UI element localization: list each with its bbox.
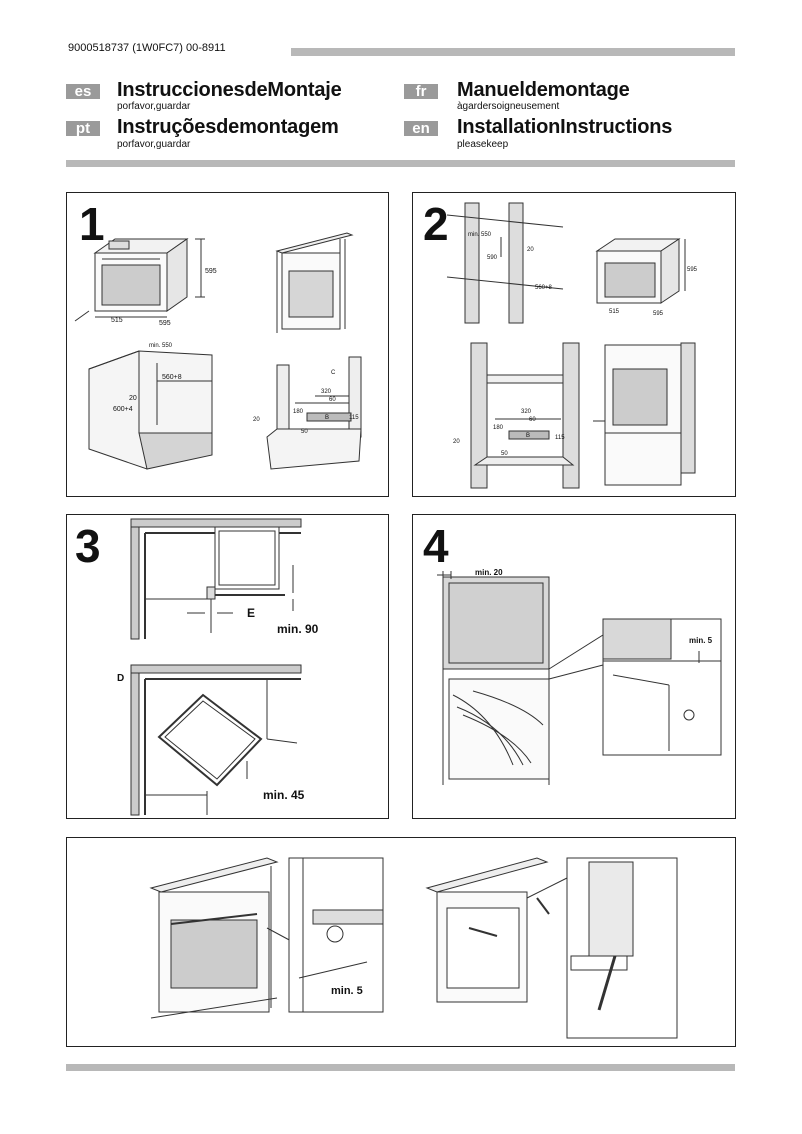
step-4-illustration: min. 20 min. 5 (437, 568, 722, 785)
label-min-20: min. 20 (475, 568, 503, 577)
door-gap-inset (288, 857, 384, 1013)
installed-column-oven-drawing (593, 342, 696, 486)
recess-height-label: 115 (349, 415, 359, 421)
oven-dimension-drawing-2 (595, 238, 686, 304)
cabinet-height-label: 600+4 (113, 406, 133, 413)
recess-side-label: 20 (253, 417, 260, 423)
tall-column-drawing (446, 202, 564, 324)
lang-title-pt: Instruçõesdemontagem (117, 116, 339, 138)
step-4-panel: 4 min. 20 min. 5 (412, 514, 736, 819)
recess-front-label: 50 (301, 429, 308, 435)
lang-title-es: InstruccionesdeMontaje (117, 79, 342, 101)
oven-height-label: 595 (205, 268, 217, 275)
recess-marker-c: C (331, 370, 336, 376)
oven-depth-label: 515 (111, 317, 123, 324)
recess-height-label-2: 115 (555, 435, 565, 441)
column-gap-label: 20 (527, 247, 534, 253)
step-2-illustration: min. 550 20 590 560+8 595 515 595 320 60… (446, 202, 698, 489)
step-2-number: 2 (423, 198, 449, 250)
lang-tag-pt: pt (66, 121, 100, 136)
header-rule (291, 48, 735, 56)
oven-width-label-2: 595 (653, 311, 664, 317)
label-min-45: min. 45 (263, 788, 305, 802)
top-view-corner-drawing (130, 664, 302, 816)
step-1-illustration: 595 515 595 min. 550 560+8 600+4 20 (74, 232, 362, 470)
cabinet-width-label: 560+8 (162, 374, 182, 381)
recess-offset-label: 180 (293, 409, 304, 415)
recess-drawing (266, 356, 362, 470)
installed-oven-front-drawing (149, 857, 294, 1019)
label-e: E (247, 606, 255, 620)
column-height-label: 590 (487, 255, 498, 261)
label-min-5: min. 5 (689, 636, 713, 645)
top-view-straight-drawing (130, 518, 302, 640)
recess-depth-label: 60 (329, 397, 336, 403)
oven-depth-label-2: 515 (609, 309, 620, 315)
recess-offset-label-2: 180 (493, 425, 504, 431)
footer-rule (66, 1064, 735, 1071)
lang-title-fr: Manueldemontage (457, 79, 630, 101)
step-2-panel: 2 min. 550 20 590 560+8 595 515 595 (412, 192, 736, 497)
cabinet-drawing (88, 350, 213, 470)
document-number: 9000518737 (1W0FC7) 00-8911 (68, 42, 226, 54)
step-4-number: 4 (423, 520, 449, 572)
step-3-illustration: E min. 90 D min. 45 (117, 518, 319, 816)
step-5-illustration: min. 5 (149, 857, 678, 1039)
lang-tag-es: es (66, 84, 100, 99)
step-5-panel: min. 5 (66, 837, 736, 1047)
recess-drawing-2 (470, 342, 580, 489)
lang-subtitle-fr: àgardersoigneusement (457, 101, 560, 112)
oven-height-label-2: 595 (687, 267, 698, 273)
lang-tag-fr: fr (404, 84, 438, 99)
screw-fixing-drawing (425, 857, 568, 1003)
recess-width-label: 320 (321, 389, 332, 395)
lang-title-en: InstallationInstructions (457, 116, 673, 138)
column-min-depth-label: min. 550 (468, 232, 492, 238)
recess-front-label-2: 50 (501, 451, 508, 457)
lang-tag-en: en (404, 121, 438, 136)
lang-subtitle-en: pleasekeep (457, 139, 509, 150)
recess-marker-b: B (325, 415, 329, 421)
recess-width-label-2: 320 (521, 409, 532, 415)
step-1-number: 1 (79, 198, 105, 250)
lang-subtitle-pt: porfavor,guardar (117, 139, 191, 150)
label-min-5-bottom: min. 5 (331, 985, 363, 997)
screw-detail-inset (566, 857, 678, 1039)
cabinet-min-depth-label: min. 550 (149, 343, 173, 349)
oven-width-label: 595 (159, 320, 171, 327)
header-divider (66, 160, 735, 167)
column-width-label: 560+8 (535, 285, 553, 291)
recess-side-label-2: 20 (453, 439, 460, 445)
door-clearance-drawing (437, 571, 604, 785)
lang-subtitle-es: porfavor,guardar (117, 101, 191, 112)
recess-depth-label-2: 60 (529, 417, 536, 423)
installed-oven-drawing (275, 232, 354, 333)
label-min-90: min. 90 (277, 622, 319, 636)
recess-marker-b-2: B (526, 433, 530, 439)
cabinet-gap-label: 20 (129, 395, 137, 402)
oven-dimension-drawing (74, 238, 205, 322)
step-3-panel: 3 E min. 90 (66, 514, 389, 819)
door-detail-inset (602, 618, 722, 756)
label-d: D (117, 673, 124, 684)
step-3-number: 3 (75, 520, 101, 572)
step-1-panel: 1 595 515 595 (66, 192, 389, 497)
